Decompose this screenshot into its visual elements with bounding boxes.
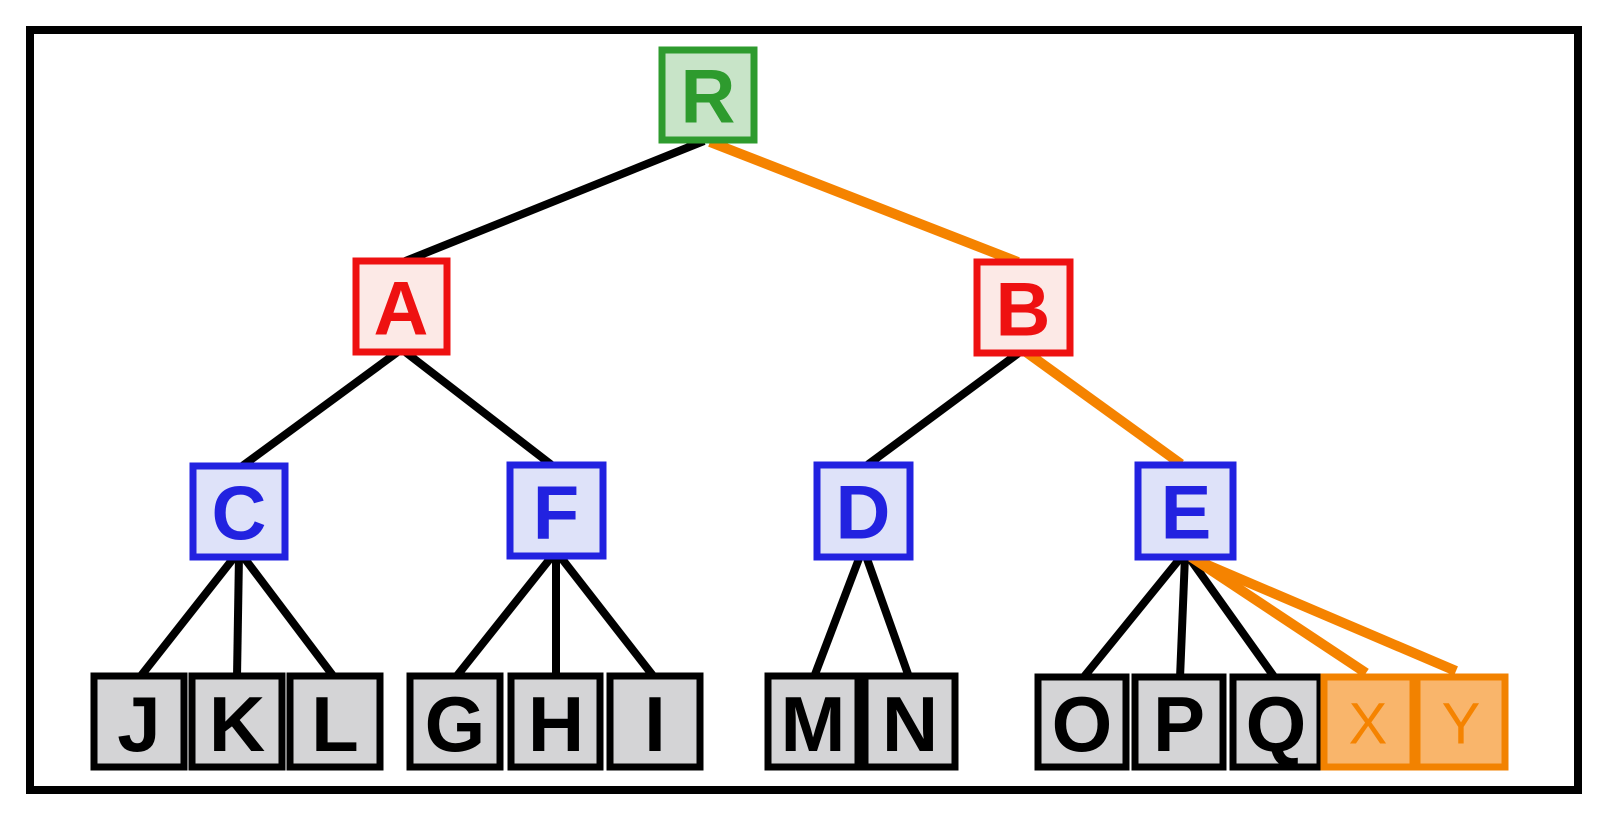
edge-D-M <box>810 554 864 679</box>
node-Y-label: Y <box>1442 692 1481 757</box>
node-R: R <box>658 46 758 144</box>
node-R-label: R <box>681 55 736 140</box>
node-H-box <box>507 672 604 771</box>
edge-A-C <box>238 347 402 471</box>
edge-B-D <box>863 348 1023 470</box>
node-G-box <box>406 672 504 771</box>
node-X: X <box>1320 673 1417 771</box>
node-B: B <box>973 258 1074 357</box>
node-M: M <box>764 672 862 771</box>
tree-edges <box>136 137 1458 681</box>
node-P-label: P <box>1153 680 1205 768</box>
node-M-box <box>764 672 862 771</box>
node-K-label: K <box>209 680 265 768</box>
node-B-box <box>973 258 1074 357</box>
node-A: A <box>352 257 451 356</box>
edge-D-N <box>862 554 913 679</box>
tree-nodes: R A B C F D E J <box>90 46 1509 771</box>
edge-E-Q <box>1184 553 1279 681</box>
node-O-box <box>1034 673 1130 771</box>
node-F: F <box>506 461 607 560</box>
node-K-box <box>188 672 286 771</box>
node-E: E <box>1134 461 1237 561</box>
node-I-box <box>606 672 704 771</box>
node-E-label: E <box>1161 471 1212 556</box>
edge-E-X <box>1188 552 1369 678</box>
edge-F-G <box>452 552 557 680</box>
node-L-label: L <box>311 680 359 768</box>
edge-E-O <box>1079 553 1186 681</box>
edge-F-I <box>555 552 658 680</box>
node-D-label: D <box>836 471 891 556</box>
node-N-label: N <box>882 680 938 768</box>
edge-C-J <box>136 552 240 680</box>
node-P-box <box>1131 673 1227 771</box>
node-Y: Y <box>1413 673 1509 771</box>
node-G: G <box>406 672 504 771</box>
node-N: N <box>861 672 959 771</box>
node-X-label: X <box>1349 692 1388 757</box>
node-F-label: F <box>533 471 579 556</box>
node-P: P <box>1131 673 1227 771</box>
node-A-label: A <box>374 267 429 352</box>
node-B-label: B <box>996 268 1051 353</box>
node-M-label: M <box>781 680 846 768</box>
node-C-box <box>189 462 289 561</box>
node-H: H <box>507 672 604 771</box>
edge-R-A <box>401 137 706 266</box>
node-L: L <box>286 672 384 771</box>
node-I-label: I <box>644 680 666 768</box>
node-K: K <box>188 672 286 771</box>
node-I: I <box>606 672 704 771</box>
edge-C-K <box>233 554 243 678</box>
node-O-label: O <box>1052 680 1113 768</box>
node-L-box <box>286 672 384 771</box>
edge-R-B <box>708 137 1020 267</box>
node-Q-box <box>1229 673 1324 771</box>
node-J: J <box>90 672 188 771</box>
node-O: O <box>1034 673 1130 771</box>
node-E-box <box>1134 461 1237 561</box>
edge-C-L <box>238 552 338 680</box>
edge-E-P <box>1176 555 1189 679</box>
node-H-label: H <box>528 680 584 768</box>
node-Q-label: Q <box>1246 680 1307 768</box>
node-R-box <box>658 46 758 144</box>
node-X-box <box>1320 673 1417 771</box>
node-Y-box <box>1413 673 1509 771</box>
node-N-box <box>861 672 959 771</box>
diagram-frame <box>26 26 1582 794</box>
node-A-box <box>352 257 451 356</box>
node-F-box <box>506 461 607 560</box>
node-C-label: C <box>212 472 267 557</box>
node-D-box <box>813 461 914 561</box>
edge-B-E <box>1023 347 1184 469</box>
edge-A-F <box>401 347 556 470</box>
node-G-label: G <box>425 680 486 768</box>
node-J-box <box>90 672 188 771</box>
node-D: D <box>813 461 914 561</box>
node-J-label: J <box>117 680 160 768</box>
edge-E-Y <box>1196 556 1458 676</box>
node-Q: Q <box>1229 673 1324 771</box>
node-C: C <box>189 462 289 561</box>
